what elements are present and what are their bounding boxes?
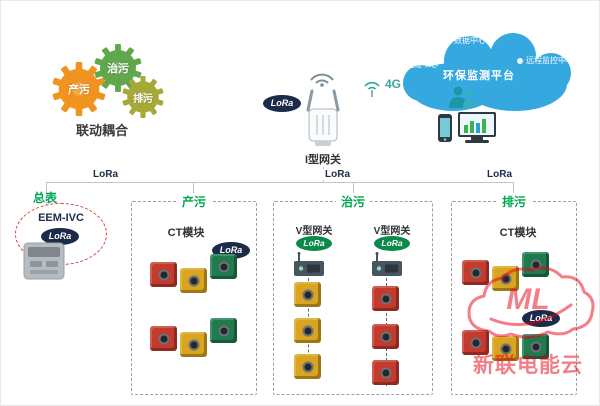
ct-module-red <box>462 260 489 285</box>
ct-module-red <box>372 286 399 311</box>
zone-chanwu-title: 产污 <box>176 193 212 210</box>
zone-chanwu: 产污 CT模块 LoRa <box>131 193 257 395</box>
gear-zhiwu-label: 治污 <box>107 63 129 75</box>
ct-module-yellow <box>492 336 519 361</box>
ct-module-yellow <box>180 268 207 293</box>
gear-zhiwu: 治污 <box>94 44 142 92</box>
cloud-icon <box>391 29 583 120</box>
v-gateway-right-device <box>370 252 404 283</box>
cloud-platform-title: 环保监测平台 <box>443 70 515 82</box>
ct-module-yellow <box>294 354 321 379</box>
router-icon <box>306 89 340 146</box>
cloud-node-remote-center-label: 远程监控中心 <box>526 56 574 65</box>
gear-paiwu: 排污 <box>122 76 164 118</box>
gear-chanwu-label: 产污 <box>68 84 90 96</box>
zone-zhiwu-title: 治污 <box>335 193 371 210</box>
cloud-node-data-center-label: 数据中心 <box>454 36 486 45</box>
ct-module-red <box>462 330 489 355</box>
ct-module-yellow <box>180 332 207 357</box>
cloud-node-ops-center: 运维中心 <box>397 59 438 70</box>
gateway-box-icon <box>294 252 324 276</box>
main-meter-title: 总表 <box>33 191 58 205</box>
bus-lora-left-label: LoRa <box>91 169 120 180</box>
zone1-drop-line <box>193 182 194 201</box>
meter-device-icon <box>21 241 67 286</box>
users-icon <box>447 85 477 114</box>
ct-module-label: CT模块 <box>499 227 537 239</box>
ct-module-green <box>210 318 237 343</box>
ct-module-red <box>372 324 399 349</box>
meter-drop-line <box>46 182 47 205</box>
zone3-drop-line <box>513 182 514 201</box>
v-gateway-left-device <box>292 252 326 283</box>
ct-module-green <box>522 252 549 277</box>
gateway-box-icon <box>372 252 402 276</box>
node-dot-icon <box>445 37 451 44</box>
zone2-drop-line <box>353 182 354 201</box>
v-gateway-left-label: V型网关 <box>295 226 333 237</box>
v-gateway-right-label: V型网关 <box>373 226 411 237</box>
4g-label: 4G <box>385 77 402 91</box>
cloud-node-ops-center-label: 运维中心 <box>406 60 438 69</box>
gear-chanwu: 产污 <box>52 62 106 116</box>
type1-gateway-label: I型网关 <box>304 154 342 166</box>
node-dot-icon <box>397 61 403 68</box>
4g-icon: 4G <box>363 77 401 102</box>
type1-gateway-device <box>297 87 349 156</box>
node-dot-icon <box>517 57 523 64</box>
lora-badge-eem: LoRa <box>41 228 79 245</box>
lora-badge-vgw-right: LoRa <box>374 236 410 251</box>
zone-paiwu: 排污 CT模块 LoRa <box>451 193 577 395</box>
ct-module-red <box>150 262 177 287</box>
gear-paiwu-label: 排污 <box>133 93 153 105</box>
bus-lora-right-label: LoRa <box>485 169 514 180</box>
zone-paiwu-title: 排污 <box>496 193 532 210</box>
ct-module-red <box>150 326 177 351</box>
bus-line <box>46 182 514 183</box>
ct-module-red <box>372 360 399 385</box>
ct-module-green <box>522 334 549 359</box>
lora-badge-top-gateway: LoRa <box>263 95 301 112</box>
cloud-node-data-center: 数据中心 <box>445 35 486 46</box>
lora-badge-vgw-left: LoRa <box>296 236 332 251</box>
ct-module-yellow <box>294 282 321 307</box>
zone-zhiwu: 治污 V型网关 LoRa V型网关 LoRa <box>273 193 433 395</box>
phone-icon <box>437 113 453 148</box>
cloud-node-remote-center: 远程监控中心 <box>517 55 574 66</box>
bus-lora-middle-label: LoRa <box>323 169 352 180</box>
gear-caption: 联动耦合 <box>75 123 128 138</box>
ct-module-yellow <box>294 318 321 343</box>
eem-device-label: EEM-IVC <box>38 212 84 224</box>
monitor-icon <box>457 111 497 150</box>
ct-module-yellow <box>492 266 519 291</box>
lora-badge-paiwu: LoRa <box>522 310 560 327</box>
ct-module-green <box>210 254 237 279</box>
ct-module-label: CT模块 <box>167 227 205 239</box>
wifi-icon <box>307 67 337 92</box>
